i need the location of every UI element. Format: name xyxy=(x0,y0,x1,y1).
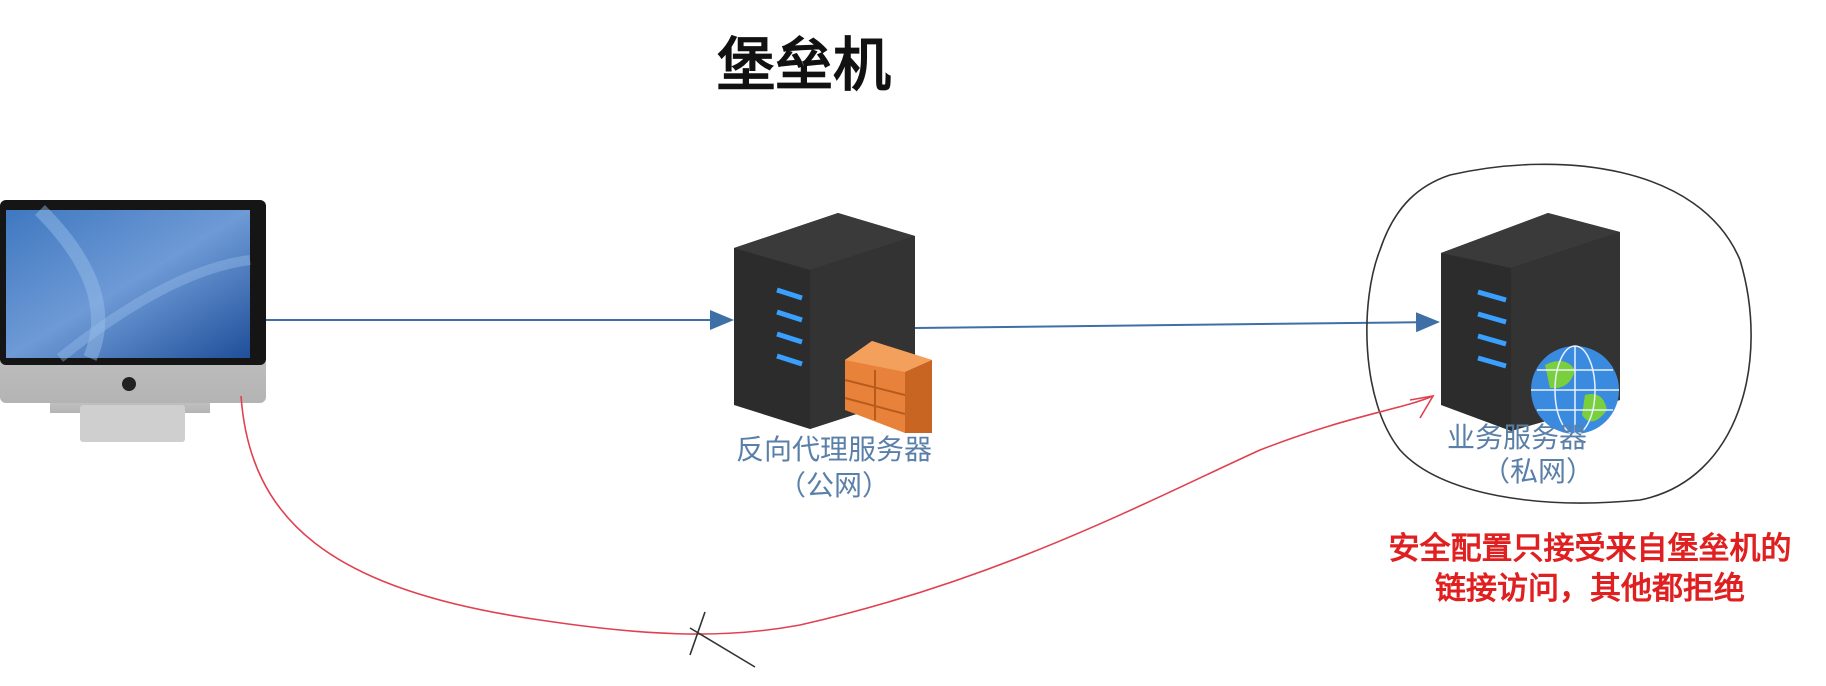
page-title: 堡垒机 xyxy=(716,31,891,99)
arrow-proxy-to-business xyxy=(914,312,1440,333)
proxy-server-network-label: （公网） xyxy=(777,469,890,502)
red-arrowhead xyxy=(1409,394,1435,419)
firewall-icon xyxy=(844,341,932,433)
blocked-direct-connection-line xyxy=(240,395,1434,635)
globe-icon xyxy=(1531,345,1619,435)
client-computer-icon xyxy=(0,200,266,442)
security-note-line2: 链接访问，其他都拒绝 xyxy=(1435,571,1745,607)
business-server-label: 业务服务器 xyxy=(1446,421,1587,454)
business-server-network-label: （私网） xyxy=(1481,455,1594,488)
security-note-line1: 安全配置只接受来自堡垒机的 xyxy=(1388,531,1792,567)
private-network-boundary xyxy=(1366,163,1752,504)
proxy-server-label: 反向代理服务器 xyxy=(735,433,932,466)
blocked-cross-mark xyxy=(689,611,756,668)
